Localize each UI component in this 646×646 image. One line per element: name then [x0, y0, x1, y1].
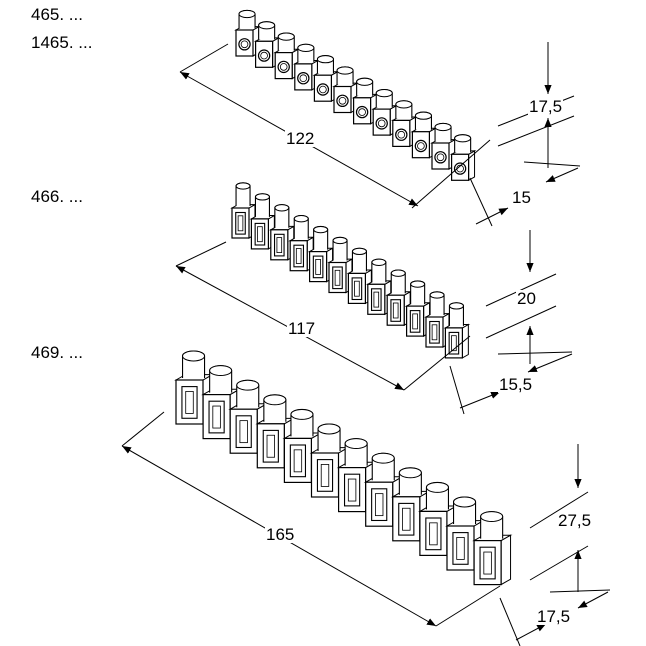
- extension-line: [435, 585, 501, 627]
- dim-depth-strip-3: 17,5: [536, 607, 572, 626]
- terminal-module: [443, 302, 471, 359]
- terminal-module: [404, 280, 432, 337]
- terminal-module: [472, 511, 513, 586]
- dimension-lines: [121, 42, 611, 646]
- dim-depth-strip-2: 15,5: [498, 375, 534, 394]
- extension-line: [121, 411, 165, 447]
- depth-arrow-right: [545, 167, 579, 183]
- dim-length-strip-2: 117: [287, 319, 317, 338]
- dim-length-strip-1: 122: [285, 129, 316, 148]
- terminal-module: [449, 134, 477, 182]
- extension-line: [411, 139, 491, 209]
- terminal-module: [445, 496, 486, 571]
- extension-line: [523, 161, 581, 167]
- label-469: 469. ...: [31, 343, 83, 362]
- dim-height-strip-3: 27,5: [557, 511, 593, 530]
- dim-height-strip-2: 20: [516, 289, 537, 308]
- depth-arrow-left: [515, 623, 547, 641]
- terminal-module: [268, 204, 296, 261]
- extension-line: [549, 589, 611, 593]
- dim-depth-strip-1: 15: [511, 188, 532, 207]
- terminal-strip-3: [174, 350, 513, 586]
- depth-arrow-right: [527, 353, 573, 373]
- extension-line: [529, 545, 589, 581]
- terminal-module: [253, 21, 281, 69]
- dim-length-strip-3: 165: [265, 525, 296, 544]
- extension-line: [497, 115, 575, 147]
- extension-line: [499, 597, 521, 646]
- extension-line: [497, 351, 573, 355]
- extension-line: [485, 305, 557, 339]
- terminal-module: [234, 9, 261, 57]
- terminal-strip-1: [234, 9, 477, 182]
- depth-arrow-right: [577, 591, 609, 609]
- label-1465: 1465. ...: [31, 33, 93, 52]
- dim-height-strip-1: 17,5: [528, 97, 564, 116]
- terminal-module: [424, 291, 451, 348]
- extension-line: [529, 491, 589, 529]
- depth-arrow-left: [459, 391, 501, 409]
- label-466: 466. ...: [31, 187, 83, 206]
- extension-line: [449, 365, 465, 415]
- extension-line: [403, 335, 471, 391]
- extension-line: [179, 43, 229, 73]
- terminal-module: [288, 215, 316, 272]
- terminal-strips: [174, 9, 513, 586]
- terminal-strip-2: [230, 182, 471, 359]
- label-465: 465. ...: [31, 5, 83, 24]
- extension-line: [175, 241, 227, 267]
- extension-line: [469, 177, 493, 227]
- depth-arrow-left: [475, 207, 509, 225]
